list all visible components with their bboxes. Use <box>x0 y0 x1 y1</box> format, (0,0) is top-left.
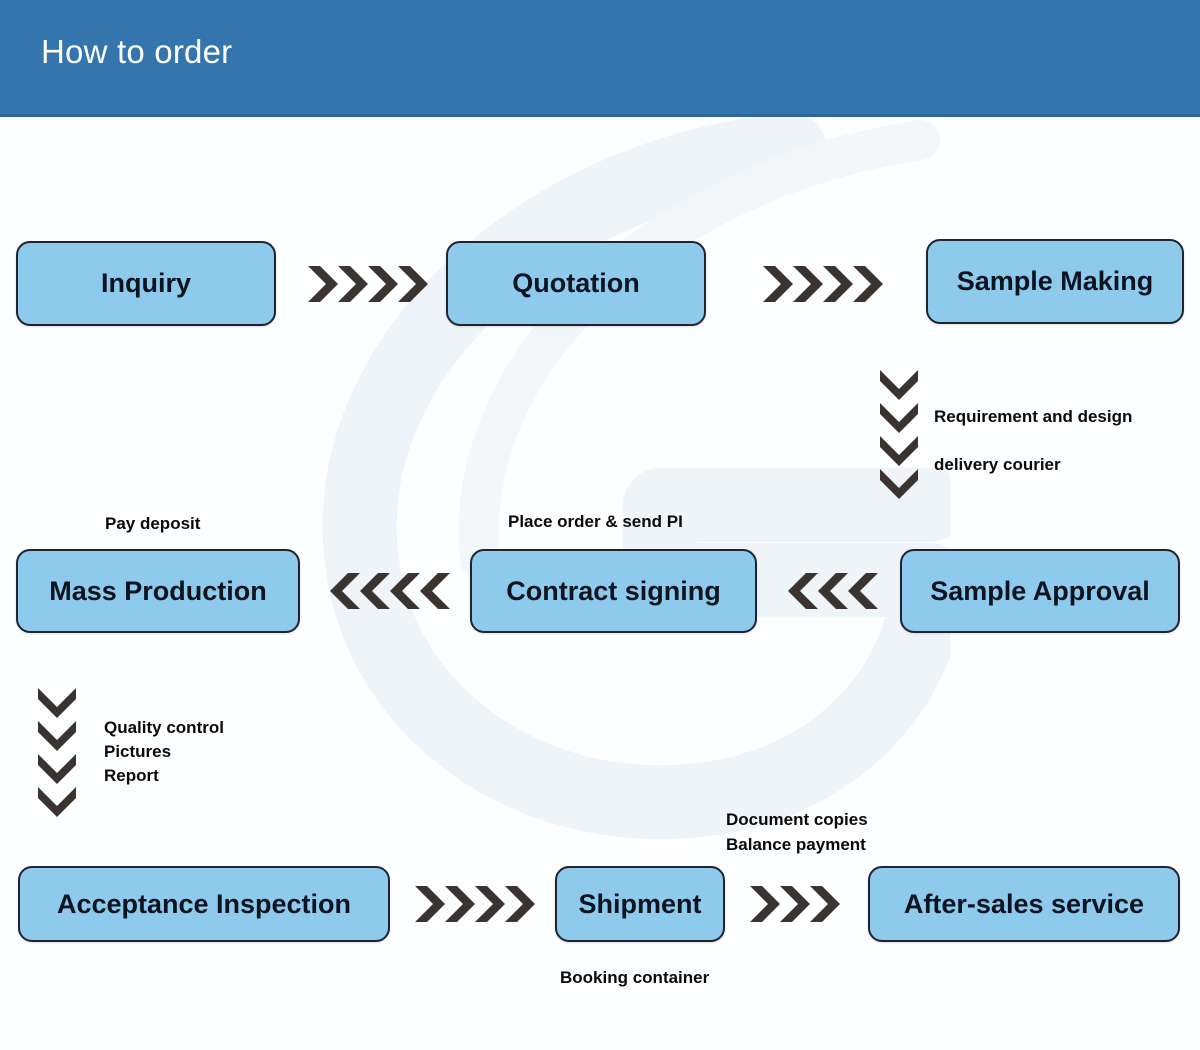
background-watermark <box>230 110 950 870</box>
page-title: How to order <box>41 33 233 70</box>
connector-mass-production-to-acceptance <box>36 688 78 820</box>
node-quotation-label: Quotation <box>512 268 640 298</box>
connector-sample-approval-to-contract <box>788 569 884 613</box>
node-contract-signing-label: Contract signing <box>506 575 721 606</box>
node-mass-production[interactable]: Mass Production <box>16 549 300 633</box>
annotation-delivery-courier: delivery courier <box>934 455 1061 474</box>
annotation-pay-deposit: Pay deposit <box>105 514 201 533</box>
node-inquiry[interactable]: Inquiry <box>16 241 276 326</box>
node-after-sales-service-label: After-sales service <box>903 888 1145 919</box>
annotation-requirement-and-design: Requirement and design <box>934 407 1133 426</box>
node-mass-production-label: Mass Production <box>49 575 267 606</box>
annotation-booking-container: Booking container <box>560 968 710 987</box>
page-header: How to order <box>0 0 1200 117</box>
node-sample-making-label: Sample Making <box>956 266 1154 296</box>
connector-contract-to-mass-production <box>330 569 456 613</box>
node-quotation[interactable]: Quotation <box>446 241 706 326</box>
node-acceptance-inspection[interactable]: Acceptance Inspection <box>18 866 390 942</box>
connector-inquiry-to-quotation <box>308 262 434 306</box>
node-sample-approval-label: Sample Approval <box>930 575 1150 606</box>
node-sample-making[interactable]: Sample Making <box>926 239 1184 324</box>
node-contract-signing[interactable]: Contract signing <box>470 549 757 633</box>
node-shipment-label: Shipment <box>578 888 702 919</box>
connector-quotation-to-sample-making <box>763 262 889 306</box>
node-shipment[interactable]: Shipment <box>555 866 725 942</box>
annotation-place-order-send-pi: Place order & send PI <box>508 512 683 531</box>
connector-shipment-to-after-sales <box>750 882 846 926</box>
connector-acceptance-to-shipment <box>415 882 541 926</box>
connector-sample-making-to-sample-approval <box>878 370 920 502</box>
node-sample-approval[interactable]: Sample Approval <box>900 549 1180 633</box>
node-after-sales-service[interactable]: After-sales service <box>868 866 1180 942</box>
annotation-document-copies-block: Document copies Balance payment <box>726 810 868 854</box>
annotation-quality-control-block: Quality control Pictures Report <box>104 718 224 786</box>
node-inquiry-label: Inquiry <box>100 268 191 298</box>
node-acceptance-inspection-label: Acceptance Inspection <box>56 888 352 919</box>
